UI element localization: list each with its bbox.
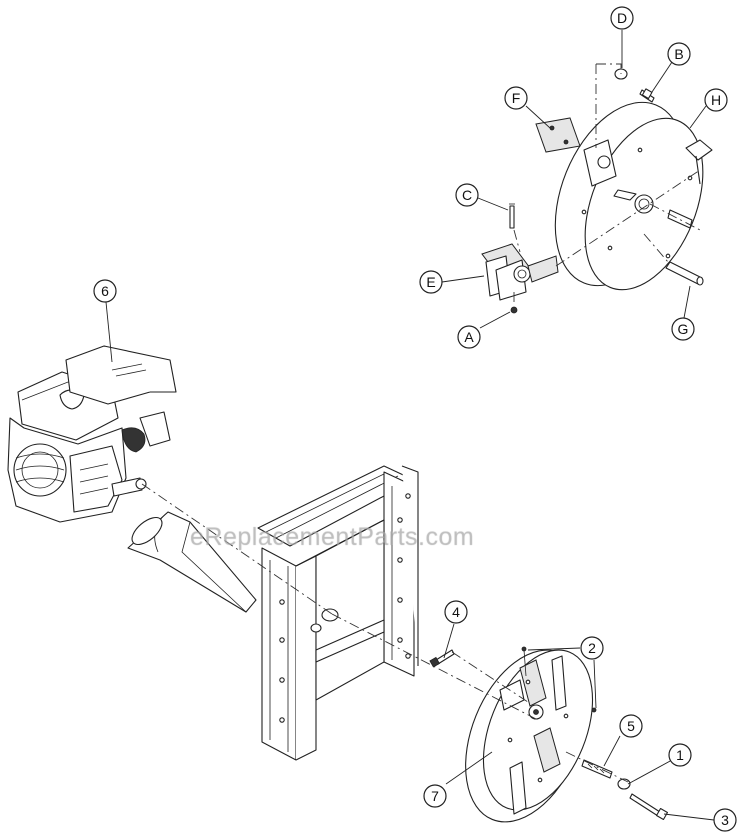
callout-7: 7 (423, 784, 447, 808)
knife-F (535, 117, 581, 153)
callout-label-G: G (678, 321, 689, 337)
watermark: eReplacementParts.com (190, 523, 475, 551)
shaft-G (665, 261, 704, 286)
center-lines (141, 63, 701, 783)
callout-label-1: 1 (676, 747, 684, 763)
callout-1: 1 (668, 743, 692, 767)
key-5 (581, 759, 613, 779)
roll-pin-2-head (521, 646, 527, 652)
callout-label-4: 4 (452, 604, 460, 620)
callout-label-E: E (426, 274, 435, 290)
callout-label-A: A (464, 329, 474, 345)
callout-6: 6 (93, 279, 117, 303)
callout-label-F: F (512, 90, 521, 106)
roll-pin-2-top (523, 649, 527, 677)
leader-lines (105, 30, 715, 821)
callout-label-D: D (617, 10, 627, 26)
discharge-chute (127, 511, 257, 613)
callout-2: 2 (580, 636, 604, 660)
chipper-disc-assembly (465, 649, 594, 823)
callout-B: B (667, 42, 691, 66)
callout-D: D (610, 6, 634, 30)
callout-3: 3 (713, 808, 737, 832)
engine (7, 345, 177, 523)
callout-label-H: H (711, 92, 721, 108)
nut-A (510, 306, 518, 314)
callout-label-C: C (462, 187, 472, 203)
callout-5: 5 (619, 714, 643, 738)
callout-A: A (457, 325, 481, 349)
bolt-B (639, 88, 655, 103)
knife-holder (583, 139, 617, 187)
frame-bracket (257, 465, 419, 761)
pin-C (509, 203, 515, 229)
callout-label-5: 5 (627, 718, 635, 734)
bolt-4 (429, 649, 455, 668)
callout-label-B: B (674, 46, 683, 62)
callout-label-3: 3 (721, 812, 729, 828)
hub-E (481, 243, 559, 301)
callout-C: C (455, 183, 479, 207)
disc-H (554, 101, 713, 291)
callout-label-7: 7 (431, 788, 439, 804)
roll-pin-2-right (591, 707, 597, 713)
callout-F: F (504, 86, 528, 110)
callout-E: E (419, 270, 443, 294)
callout-G: G (671, 317, 695, 341)
callout-4: 4 (444, 600, 468, 624)
bolt-3 (629, 793, 669, 821)
callout-H: H (704, 88, 728, 112)
callout-label-2: 2 (588, 640, 596, 656)
callout-label-6: 6 (101, 283, 109, 299)
